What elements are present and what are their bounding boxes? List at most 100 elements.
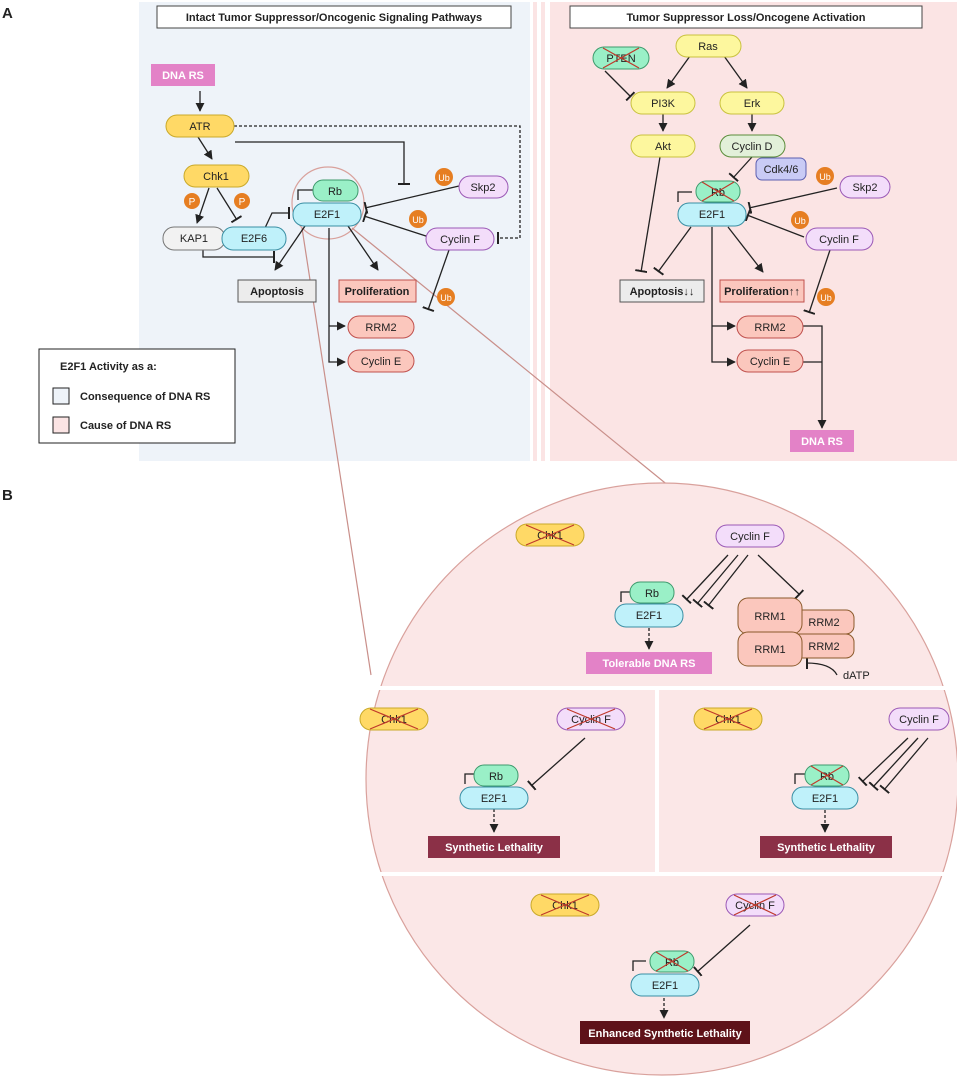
right-panel-title-box (569, 5, 923, 29)
kap1-label: KAP1 (180, 233, 208, 245)
erk-label: Erk (744, 98, 761, 110)
phospho-label-1: P (189, 197, 196, 208)
ub-label-2: Ub (412, 215, 424, 225)
b-midright-result-label: Synthetic Lethality (777, 842, 876, 854)
b-top-rrm2-b-label: RRM2 (808, 641, 839, 653)
b-midleft-rb-label: Rb (489, 771, 503, 783)
panel-a-letter: A (2, 5, 13, 22)
b-top-rrm2-a-label: RRM2 (808, 617, 839, 629)
apoptosis-label: Apoptosis (250, 286, 304, 298)
cyclin-e-label-right: Cyclin E (750, 356, 790, 368)
skp2-label: Skp2 (470, 182, 495, 194)
b-top-result-label: Tolerable DNA RS (603, 658, 696, 670)
b-top-rb-label: Rb (645, 588, 659, 600)
b-midright-chk1-label: Chk1 (715, 714, 741, 726)
b-top-e2f1-node (614, 603, 684, 628)
b-top-result-box (586, 652, 712, 674)
legend-cause: Cause of DNA RS (80, 420, 171, 432)
b-midright-result-box (760, 836, 892, 858)
separator-strip (533, 2, 537, 461)
ras-label: Ras (698, 41, 718, 53)
apoptosis-box-right (619, 279, 705, 303)
b-midright-cyclin-f-label: Cyclin F (899, 714, 939, 726)
right-panel-title: Tumor Suppressor Loss/Oncogene Activatio… (627, 12, 866, 24)
rrm2-label: RRM2 (365, 322, 396, 334)
b-bottom-e2f1-label: E2F1 (652, 980, 678, 992)
proliferation-box-right (719, 279, 805, 303)
skp2-node-right (839, 175, 891, 199)
b-midleft-result-box (428, 836, 560, 858)
cyclin-f-node-right (805, 227, 874, 251)
b-midleft-e2f1-node (459, 786, 529, 810)
erk-node (719, 91, 785, 115)
b-midright-chk1-cross-2 (703, 708, 753, 730)
rb-node (312, 179, 359, 202)
akt-label: Akt (655, 141, 671, 153)
dna-rs-label-right: DNA RS (801, 436, 843, 448)
pi3k-node (630, 91, 696, 115)
b-top-rrm1-a-label: RRM1 (754, 611, 785, 623)
b-top-rrm1-b-label: RRM1 (754, 644, 785, 656)
legend-consequence: Consequence of DNA RS (80, 391, 210, 403)
rrm2-label-right: RRM2 (754, 322, 785, 334)
ub-label-3: Ub (440, 293, 452, 303)
b-top-rrm1-b (737, 631, 803, 667)
ub-badge-skp2 (435, 168, 453, 186)
b-bottom-e2f1-node (630, 973, 700, 997)
ub-badge-rrm2 (437, 288, 455, 306)
akt-node (630, 134, 696, 158)
left-panel-title: Intact Tumor Suppressor/Oncogenic Signal… (186, 12, 482, 24)
cyclin-f-node (425, 227, 495, 251)
b-midright-rb-cross-2 (810, 765, 844, 786)
e2f6-node (221, 226, 287, 251)
rrm2-node (347, 315, 415, 339)
b-bottom-cyclin-f-label: Cyclin F (735, 900, 775, 912)
b-midleft-rb-node (473, 764, 519, 787)
b-bottom-result-box (580, 1021, 750, 1044)
b-midright-e2f1-label: E2F1 (812, 793, 838, 805)
b-midleft-chk1-cross-2 (369, 708, 419, 730)
rb-label: Rb (328, 186, 342, 198)
skp2-label-right: Skp2 (852, 182, 877, 194)
chk1-label: Chk1 (203, 171, 229, 183)
legend-title: E2F1 Activity as a: (60, 361, 157, 373)
ub-badge-rrm2-right (817, 288, 835, 306)
ub-label-5: Ub (794, 216, 806, 226)
pten-cross-2 (602, 47, 640, 69)
b-midleft-e2f1-label: E2F1 (481, 793, 507, 805)
dna-rs-label: DNA RS (162, 70, 204, 82)
ub-badge-cyclinf-right (791, 211, 809, 229)
rrm2-node-right (736, 315, 804, 339)
cdk46-label: Cdk4/6 (764, 164, 799, 176)
e2f1-node-right (677, 202, 747, 227)
e2f6-label: E2F6 (241, 233, 267, 245)
b-bottom-cyclin-f-cross-2 (733, 894, 777, 916)
b-bottom-result-label: Enhanced Synthetic Lethality (588, 1028, 742, 1040)
ub-label-4: Ub (819, 172, 831, 182)
b-top-datp-label: dATP (843, 670, 870, 682)
cyclin-e-node-right (736, 349, 804, 373)
b-bottom-rb-cross-2 (655, 951, 689, 972)
chk1-node (183, 164, 250, 188)
proliferation-label-right: Proliferation↑↑ (724, 286, 800, 298)
b-top-chk1-cross-2 (525, 524, 575, 546)
ub-label-6: Ub (820, 293, 832, 303)
apoptosis-label-right: Apoptosis↓↓ (630, 286, 695, 298)
phospho-badge-2 (234, 193, 250, 209)
e2f1-label-right: E2F1 (699, 209, 725, 221)
proliferation-box (338, 279, 417, 303)
e2f1-node (292, 202, 362, 227)
b-top-cyclin-f-label: Cyclin F (730, 531, 770, 543)
panel-b-letter: B (2, 487, 13, 504)
atr-node (165, 114, 235, 138)
skp2-node (458, 175, 509, 199)
phospho-badge-1 (184, 193, 200, 209)
ub-label-1: Ub (438, 173, 450, 183)
phospho-label-2: P (239, 197, 246, 208)
legend-box (38, 348, 236, 444)
cyclin-f-label-right: Cyclin F (819, 234, 859, 246)
b-top-cyclin-f-node (715, 524, 785, 548)
b-midleft-cyclin-f-cross-2 (566, 708, 616, 730)
cdk46-node (755, 157, 807, 181)
b-midleft-chk1-label: Chk1 (381, 714, 407, 726)
